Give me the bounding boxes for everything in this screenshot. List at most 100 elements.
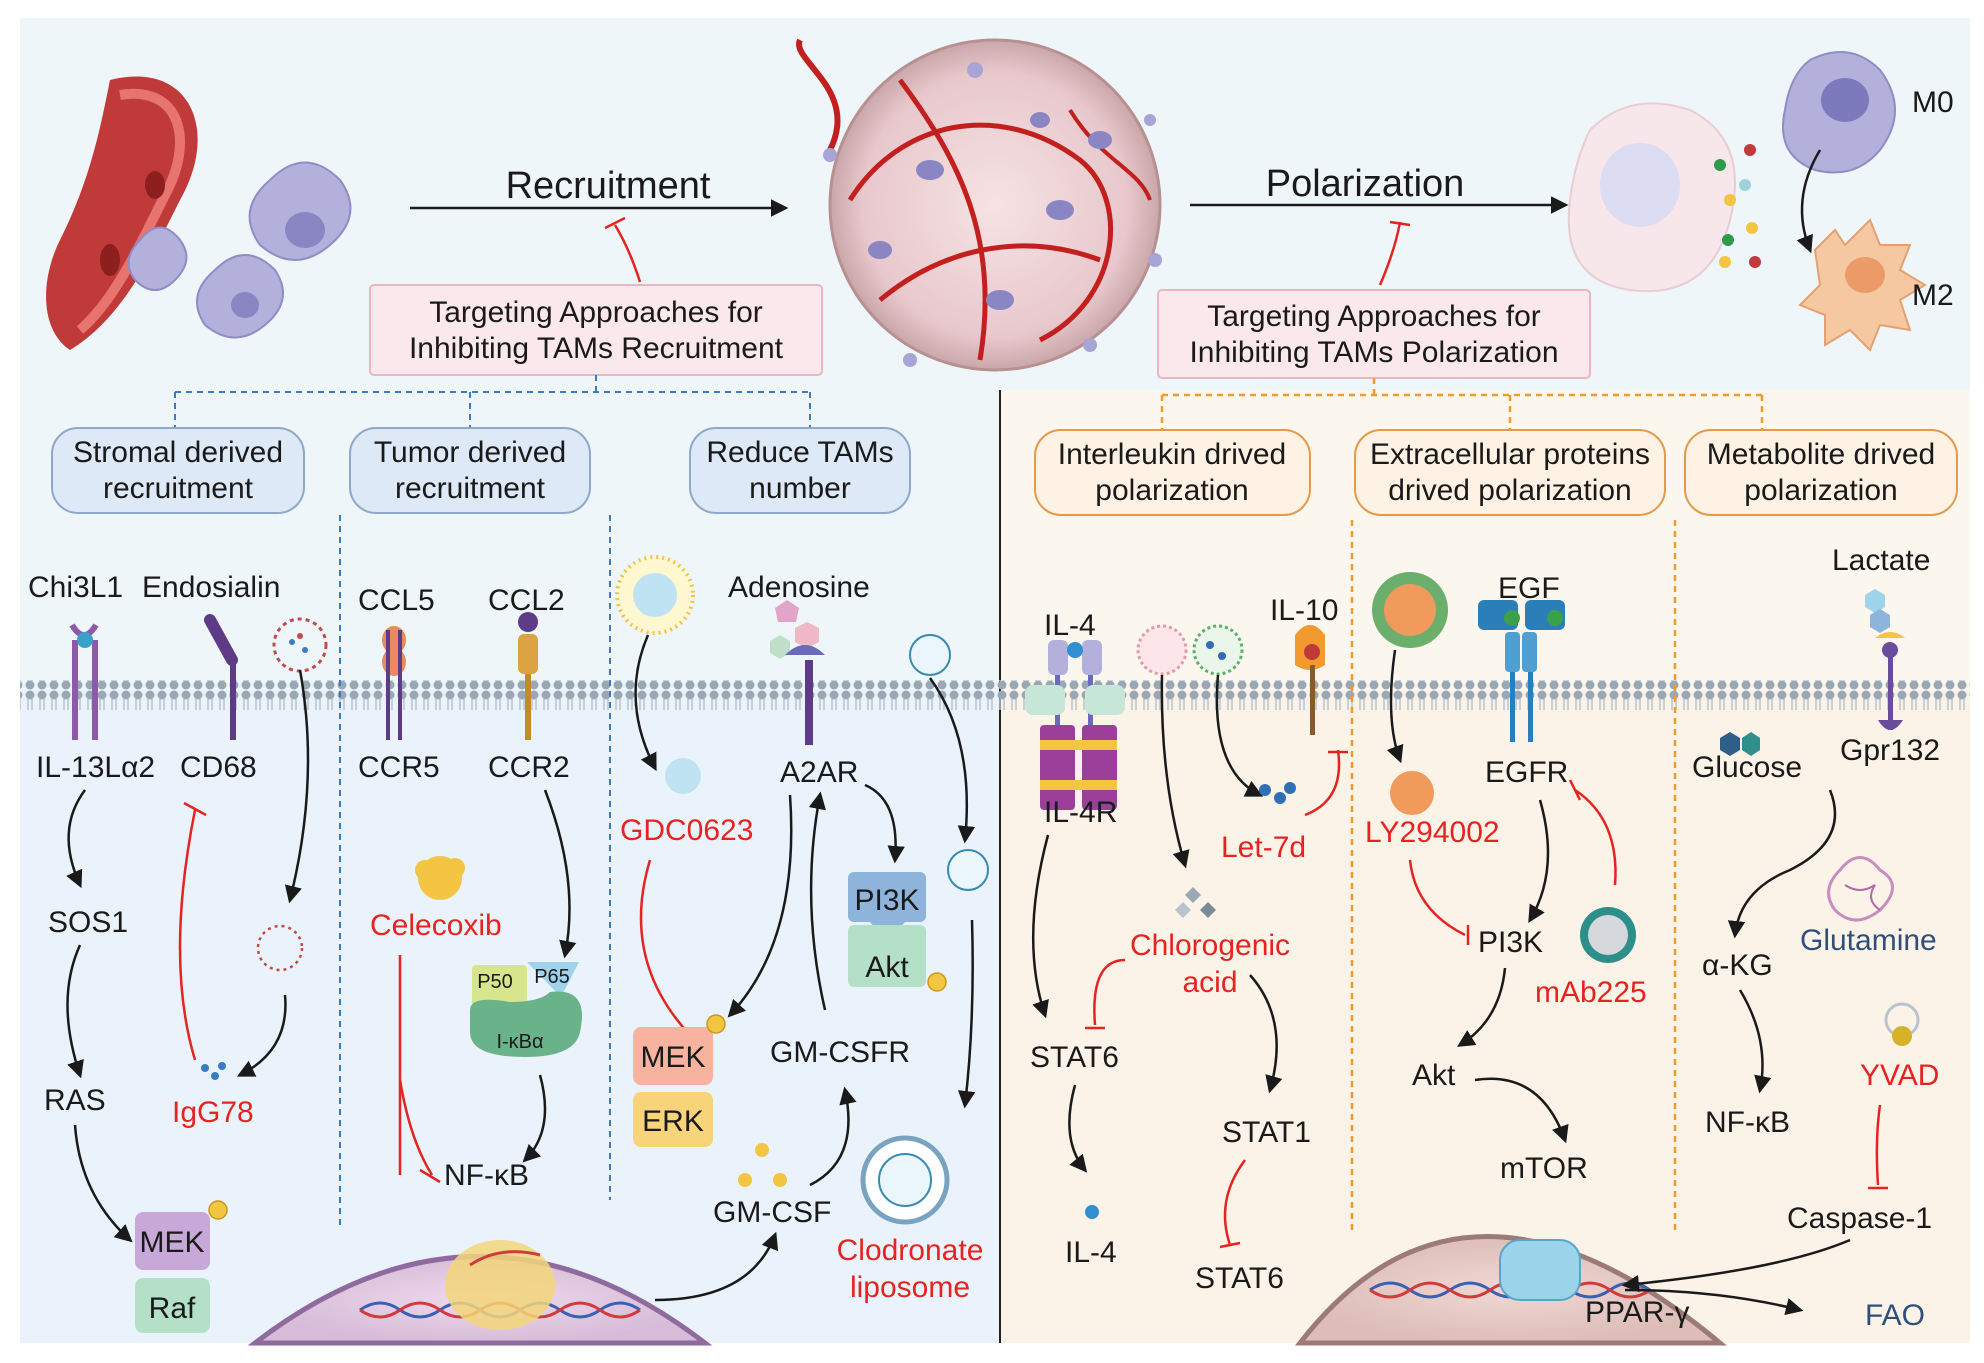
category-extracellular-line2: drived polarization — [1388, 474, 1631, 507]
category-reduce — [689, 427, 911, 514]
endosialin-label: Endosialin — [142, 571, 280, 604]
yvad-inhibit — [1875, 1104, 1882, 1186]
m0-macrophage-icon — [1782, 51, 1896, 174]
il4-top-label: IL-4 — [1044, 609, 1096, 642]
egfr-receptor-icon — [1478, 600, 1565, 742]
pi3k-ext-label: PI3K — [1478, 926, 1543, 959]
glutamine-icon — [1827, 856, 1894, 922]
approach-polarization-line1: Targeting Approaches for — [1207, 300, 1541, 333]
il4-bottom-label: IL-4 — [1065, 1236, 1117, 1269]
yvad-label: YVAD — [1860, 1059, 1939, 1092]
lactate-label: Lactate — [1832, 544, 1930, 577]
gmcsfr-label: GM-CSFR — [770, 1036, 910, 1069]
monocyte-icon — [127, 161, 352, 339]
ly-inhibit — [1408, 859, 1466, 937]
clodronate-line2: liposome — [850, 1271, 970, 1304]
dna-left-icon — [359, 1240, 641, 1330]
category-tumor-line1: Tumor derived — [374, 436, 566, 469]
gmcsf-dots-icon — [738, 1143, 787, 1187]
il4-dot-icon — [1085, 1205, 1099, 1219]
il4-receptor-icon — [1025, 640, 1125, 810]
ly294002-nanoparticle-icon — [1372, 572, 1448, 648]
il10-label: IL-10 — [1270, 594, 1338, 627]
caspase-label: Caspase-1 — [1787, 1202, 1932, 1235]
approach-recruitment-line1: Targeting Approaches for — [429, 296, 763, 329]
blood-vessel-icon — [46, 76, 198, 350]
yvad-icon — [1884, 1002, 1920, 1046]
akt-ext-label: Akt — [1412, 1059, 1456, 1092]
mtor-label: mTOR — [1500, 1152, 1588, 1185]
ccr2-label: CCR2 — [488, 751, 570, 784]
clodronate-liposome-icon — [860, 1135, 950, 1225]
recruitment-label: Recruitment — [506, 165, 711, 207]
category-reduce-line2: number — [749, 472, 851, 505]
erk-reduce-label: ERK — [642, 1105, 704, 1138]
il4r-label: IL-4R — [1044, 796, 1117, 829]
glutamine-label: Glutamine — [1800, 924, 1937, 957]
cd68-label: CD68 — [180, 751, 257, 784]
recruitment-inhibit — [613, 224, 642, 283]
ccr2-receptor-icon — [518, 612, 538, 740]
igg78-label: IgG78 — [172, 1096, 254, 1129]
stat6-b-label: STAT6 — [1195, 1262, 1284, 1295]
il13-receptor-icon — [69, 623, 99, 740]
category-reduce-line1: Reduce TAMs — [706, 436, 893, 469]
nanoparticle-icon — [615, 555, 695, 635]
category-interleukin-line1: Interleukin drived — [1058, 438, 1286, 471]
category-tumor — [349, 427, 591, 514]
polarization-label: Polarization — [1266, 163, 1465, 205]
ly294002-label: LY294002 — [1365, 816, 1500, 849]
ccr5-label: CCR5 — [358, 751, 440, 784]
ly-small-icon — [1390, 771, 1434, 815]
category-interleukin-line2: polarization — [1095, 474, 1248, 507]
category-stromal-line1: Stromal derived — [73, 436, 283, 469]
polarization-connectors — [1160, 378, 1764, 1230]
ikba-complex-icon — [470, 962, 582, 1057]
glucose-icon — [1720, 732, 1760, 756]
a2ar-receptor-icon — [770, 600, 825, 745]
tumor-icon — [796, 38, 1162, 372]
gpr132-receptor-icon — [1865, 589, 1905, 730]
mab225-label: mAb225 — [1535, 976, 1647, 1009]
ccl2-label: CCL2 — [488, 584, 565, 617]
exosome-small-icon — [256, 924, 304, 972]
igg78-icon — [201, 1062, 226, 1080]
p65-label: P65 — [534, 966, 570, 988]
mek-stromal-label: MEK — [139, 1226, 204, 1259]
category-stromal — [51, 427, 305, 514]
m2-label: M2 — [1912, 279, 1954, 312]
mek-raf-stromal — [135, 1200, 228, 1333]
let7d-inhibit — [1304, 749, 1341, 817]
gdc-inhibit — [639, 859, 691, 1036]
nfkb-meta-label: NF-κB — [1705, 1106, 1790, 1139]
chlorogenic-line2: acid — [1182, 966, 1237, 999]
pi3k-akt-reduce — [848, 872, 947, 992]
category-metabolite — [1684, 429, 1958, 516]
exosome-il-icon — [1136, 624, 1244, 676]
a2ar-label: A2AR — [780, 756, 858, 789]
stat1-label: STAT1 — [1222, 1116, 1311, 1149]
chi3l1-label: Chi3L1 — [28, 571, 123, 604]
egfr-label: EGFR — [1485, 756, 1568, 789]
akt-reduce-label: Akt — [865, 951, 909, 984]
gdc-nanoparticle-icon — [665, 758, 701, 794]
egf-label: EGF — [1498, 572, 1560, 605]
il13-label: IL-13Lα2 — [36, 751, 155, 784]
approach-recruitment-line2: Inhibiting TAMs Recruitment — [409, 332, 784, 365]
mab-inhibit — [1574, 788, 1617, 886]
approach-polarization-line2: Inhibiting TAMs Polarization — [1189, 336, 1558, 369]
mek-reduce-label: MEK — [640, 1041, 705, 1074]
chlorogenic-inhibit — [1093, 958, 1126, 1026]
gmcsf-label: GM-CSF — [713, 1196, 831, 1229]
igg78-inhibit — [178, 809, 197, 1061]
dna-right-icon — [1369, 1239, 1651, 1301]
stat6-a-label: STAT6 — [1030, 1041, 1119, 1074]
let7d-icon — [1259, 782, 1296, 804]
chlorogenic-acid-icon — [1175, 887, 1216, 918]
let7d-label: Let-7d — [1221, 831, 1306, 864]
glucose-label: Glucose — [1692, 751, 1802, 784]
ccl5-label: CCL5 — [358, 584, 435, 617]
m0-label: M0 — [1912, 86, 1954, 119]
akg-label: α-KG — [1702, 949, 1773, 982]
category-interleukin — [1034, 429, 1311, 516]
